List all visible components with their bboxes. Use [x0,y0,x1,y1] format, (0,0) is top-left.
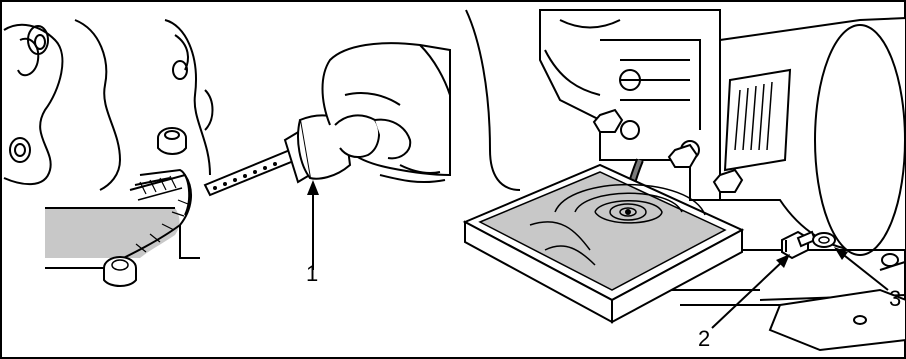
dipstick [205,43,450,195]
drain-plug [782,232,815,258]
sealing-washer [813,233,835,247]
callout-1-arrow [307,180,319,270]
left-panel-oil-sump [45,175,200,286]
callout-2-label: 2 [698,326,710,351]
callout-1-label: 1 [306,261,318,286]
right-panel-generator [466,10,906,350]
callout-3-label: 3 [889,286,901,311]
left-panel-bolt [158,128,186,154]
left-panel-engine-block [4,20,213,215]
